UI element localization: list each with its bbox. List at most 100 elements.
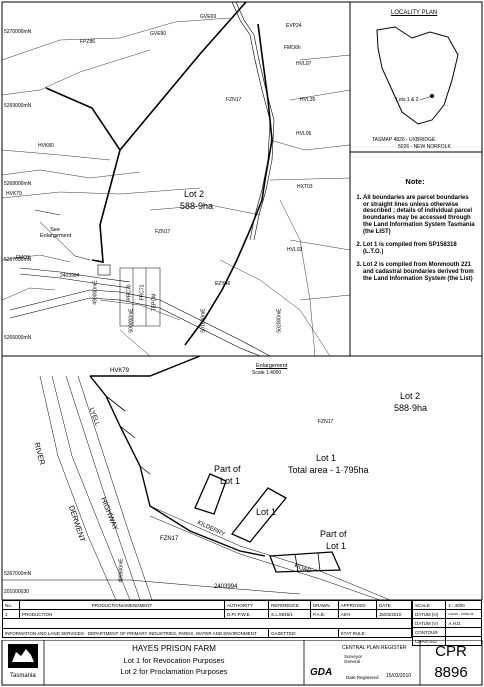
contour-label: CONTOUR — [411, 627, 447, 637]
gda-logo: GDA — [310, 667, 333, 678]
grid-n-label: 201000030 — [4, 589, 30, 595]
parcel-label: 2403994 — [214, 584, 238, 590]
grid-e-label: 502000mE — [276, 308, 283, 333]
title-frame — [1, 640, 483, 686]
row-cell: 15/03/2010 — [375, 609, 413, 619]
notes-panel: Note: All boundaries are parcel boundari… — [354, 177, 476, 288]
lot2-boundary — [45, 1, 273, 346]
datum-v-label: DATUM (V) — [411, 618, 447, 628]
reg-date: 15/03/2010 — [386, 673, 412, 679]
parcel-label: TEPCM — [151, 293, 158, 312]
lots-marker-label: Lots 1 & 2 — [396, 97, 419, 103]
parcel-label: PRC70 — [126, 284, 133, 301]
plan-number: 8896 — [434, 664, 468, 681]
purpose-1: Lot 1 for Revocation Purposes — [123, 656, 225, 665]
lot1-label: Lot 1 — [316, 453, 337, 463]
surveyor-label: Surveyor General — [344, 654, 363, 664]
notes-title: Note: — [405, 177, 425, 186]
lot1-boundary — [89, 356, 266, 557]
parcel-label: FZN17 — [160, 536, 179, 542]
parcel-label: FZN17 — [318, 419, 334, 425]
row-cell: D.P.I.P.W.E. — [223, 609, 270, 619]
see-enlargement-label: See Enlargement — [40, 227, 72, 239]
lot1-small-label: Lot 1 — [256, 507, 277, 517]
parcel-label: HXT03 — [297, 184, 313, 190]
part-lot1-label: Part of — [320, 529, 347, 539]
grid-e-label: 501000mE — [200, 308, 207, 333]
tasmania-logo — [8, 644, 38, 668]
amendment-table: No. PRODUCTION/AMENDMENT AUTHORITY REFER… — [1, 600, 413, 638]
parcel-label: HVK80 — [38, 143, 54, 149]
lot1-total-area: Total area - 1·795ha — [288, 465, 369, 475]
charted-label: CHARTED — [411, 636, 447, 646]
parcel-label: GVE90 — [150, 31, 167, 37]
note-item: Lot 1 is compiled from SP158318 (L.T.O.) — [363, 242, 476, 256]
note-item: All boundaries are parcel boundaries or … — [363, 195, 476, 236]
header-cell: APPROVED — [337, 600, 377, 610]
grid-n-label: 5267000mN — [4, 257, 32, 263]
note-item: Lot 2 is compiled from Monmouth 221 and … — [363, 262, 476, 283]
part-lot1-a — [194, 473, 227, 515]
part-lot1-b — [269, 551, 341, 573]
parcel-label: FMO3 — [16, 255, 30, 261]
enlargement-title: Enlargement — [256, 363, 288, 369]
purpose-2: Lot 2 for Proclamation Purposes — [120, 667, 228, 676]
header-cell: PRODUCTION/AMENDMENT — [19, 600, 225, 610]
lot2-area: 588·9ha — [394, 403, 428, 413]
header-cell: AUTHORITY — [223, 600, 270, 610]
grid-n-label: 5270000mN — [4, 29, 32, 35]
parcel-label: EVP24 — [286, 23, 302, 29]
parcel-label: FZN17 — [226, 97, 242, 103]
parcel-label: FPZ86 — [80, 39, 96, 45]
grid-e-label: 499000mE — [92, 280, 99, 305]
gazetted: GAZETTED: — [268, 628, 339, 638]
parcel-label: FZN17 — [155, 229, 171, 235]
reg-date-label: Date Registered — [346, 675, 379, 680]
datum-h-label: DATUM (H) — [411, 609, 447, 619]
scale-value: 1 : 4000 — [445, 600, 482, 610]
parcel-label: FMO6h — [284, 45, 301, 51]
datum-h-value: GDA94 - ZONE 55 — [445, 609, 482, 619]
parcel-label: HVL35 — [300, 97, 316, 103]
plan-type: CPR — [435, 643, 467, 660]
part-lot1-label: Lot 1 — [220, 476, 241, 486]
logo-text: Tasmania — [10, 673, 36, 679]
parcel-label: HVL07 — [296, 61, 312, 67]
grid-n-label: 5268000mN — [4, 181, 32, 187]
tasmania-outline-map — [376, 26, 459, 125]
enlargement-scale: Scale 1:4000 — [252, 370, 282, 376]
row-cell: 1 — [2, 609, 20, 619]
register-label: CENTRAL PLAN REGISTER — [342, 645, 407, 651]
enlargement-map — [1, 356, 483, 600]
grid-n-label: 5266000mN — [4, 335, 32, 341]
lot2-label: Lot 2 — [184, 189, 205, 199]
header-cell: DATE — [375, 600, 413, 610]
parcel-label: HVK79 — [110, 368, 130, 374]
approved-signature: AEH — [337, 609, 377, 619]
lot2-area: 588·9ha — [180, 201, 214, 211]
scale-label: SCALE — [411, 600, 447, 610]
parcel-label: FRC71 — [139, 284, 146, 301]
tasmap-line-1: TASMAP 4826 - UXBRIDGE — [372, 137, 436, 143]
row-cell: PRODUCTION — [19, 609, 225, 619]
header-cell: No. — [2, 600, 20, 610]
header-cell: DRAWN — [309, 600, 339, 610]
lot2-label: Lot 2 — [400, 391, 421, 401]
part-lot1-label: Part of — [214, 464, 241, 474]
grid-n-label: 5269000mN — [4, 103, 32, 109]
row-cell: S.L.8946/1 — [268, 609, 311, 619]
part-lot1-label: Lot 1 — [326, 541, 347, 551]
info-line: INFORMATION AND LAND SERVICES - DEPARTME… — [1, 628, 270, 638]
grid-e-label: 499900mE — [118, 558, 125, 583]
grid-n-label: 5267000mN — [4, 571, 32, 577]
stat-rule: STAT RULE: — [337, 628, 413, 638]
parcel-label: HVL02 — [287, 247, 303, 253]
locality-title: LOCALITY PLAN — [391, 10, 438, 16]
row-cell: P.A.B. — [309, 609, 339, 619]
datum-v-value: A.H.D. — [445, 618, 482, 628]
parcel-label: EZY46 — [215, 281, 231, 287]
lot1-small — [230, 487, 287, 543]
farm-name: HAYES PRISON FARM — [132, 644, 216, 653]
parcel-label: HVK79 — [6, 191, 22, 197]
